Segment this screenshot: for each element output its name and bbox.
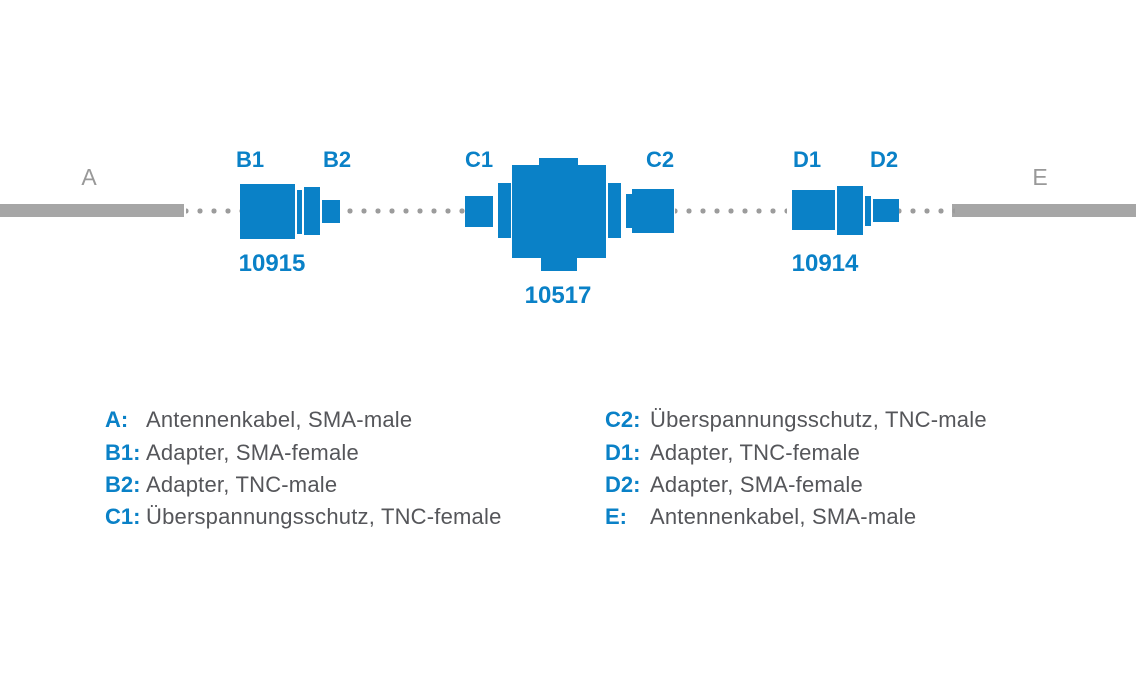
legend-key: C1: bbox=[105, 504, 141, 530]
legend-desc: Überspannungsschutz, TNC-female bbox=[146, 504, 502, 530]
adapter-b1-bar bbox=[297, 190, 302, 234]
connector-label-c2: C2 bbox=[645, 147, 675, 172]
legend-right-column: C2: Überspannungsschutz, TNC-male D1: Ad… bbox=[605, 404, 987, 534]
legend-left-column: A: Antennenkabel, SMA-male B1: Adapter, … bbox=[105, 404, 502, 534]
endpoint-label-a: A bbox=[81, 164, 97, 190]
antenna-cable-right-icon bbox=[952, 204, 1136, 217]
connector-label-b1: B1 bbox=[235, 147, 265, 172]
surge-bottom-tab bbox=[541, 258, 577, 271]
surge-c2-lip bbox=[626, 194, 633, 228]
legend-desc: Überspannungsschutz, TNC-male bbox=[650, 407, 987, 433]
dotted-connection-icon bbox=[899, 208, 955, 214]
adapter-d-bar bbox=[865, 196, 871, 226]
legend-key: D2: bbox=[605, 471, 641, 497]
surge-c2-head bbox=[632, 189, 674, 233]
legend-desc: Antennenkabel, SMA-male bbox=[146, 407, 413, 433]
legend-desc: Adapter, TNC-male bbox=[146, 471, 338, 497]
surge-top-tab bbox=[539, 158, 578, 166]
legend-desc: Adapter, TNC-female bbox=[650, 439, 861, 465]
legend-item-e: E: Antennenkabel, SMA-male bbox=[605, 501, 987, 533]
dotted-connection-icon bbox=[675, 208, 787, 214]
legend-key: C2: bbox=[605, 407, 641, 433]
dotted-connection-icon bbox=[343, 208, 469, 214]
connector-label-b2: B2 bbox=[322, 147, 352, 172]
legend-item-d2: D2: Adapter, SMA-female bbox=[605, 469, 987, 501]
dotted-connection-icon bbox=[186, 208, 242, 214]
legend-desc: Adapter, SMA-female bbox=[650, 471, 863, 497]
connector-label-d1: D1 bbox=[792, 147, 822, 172]
part-number-10915: 10915 bbox=[238, 250, 306, 277]
legend-item-d1: D1: Adapter, TNC-female bbox=[605, 436, 987, 468]
connector-label-c1: C1 bbox=[464, 147, 494, 172]
adapter-d1-collar bbox=[837, 186, 863, 235]
legend-key: D1: bbox=[605, 439, 641, 465]
part-number-10517: 10517 bbox=[524, 282, 592, 309]
legend-item-a: A: Antennenkabel, SMA-male bbox=[105, 404, 502, 436]
legend-key: B1: bbox=[105, 439, 141, 465]
legend-key: E: bbox=[605, 504, 627, 530]
legend-item-b2: B2: Adapter, TNC-male bbox=[105, 469, 502, 501]
legend-item-c1: C1: Überspannungsschutz, TNC-female bbox=[105, 501, 502, 533]
endpoint-label-e: E bbox=[1032, 164, 1048, 190]
surge-right-collar bbox=[608, 183, 621, 238]
legend-desc: Adapter, SMA-female bbox=[146, 439, 359, 465]
connector-label-d2: D2 bbox=[869, 147, 899, 172]
legend-item-b1: B1: Adapter, SMA-female bbox=[105, 436, 502, 468]
legend-item-c2: C2: Überspannungsschutz, TNC-male bbox=[605, 404, 987, 436]
adapter-b1-body bbox=[240, 184, 295, 239]
legend-key: A: bbox=[105, 407, 129, 433]
adapter-b2-head bbox=[322, 200, 340, 223]
adapter-d1-head bbox=[792, 190, 835, 230]
legend-key: B2: bbox=[105, 471, 141, 497]
legend-desc: Antennenkabel, SMA-male bbox=[650, 504, 917, 530]
antenna-cable-left-icon bbox=[0, 204, 184, 217]
part-number-10914: 10914 bbox=[791, 250, 859, 277]
surge-left-collar bbox=[498, 183, 511, 238]
surge-body bbox=[512, 165, 606, 258]
adapter-d2-head bbox=[873, 199, 899, 222]
adapter-b1-collar bbox=[304, 187, 320, 235]
surge-c1-head bbox=[465, 196, 493, 227]
